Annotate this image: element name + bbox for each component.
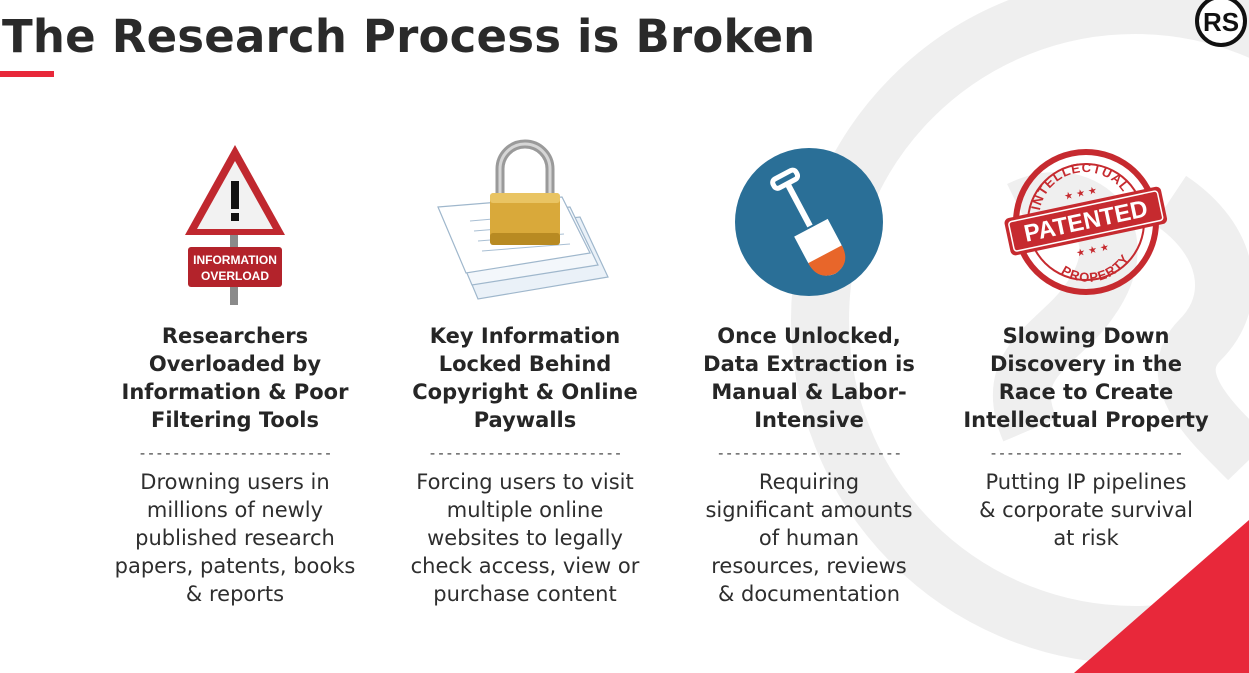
column-heading: Key Information Locked Behind Copyright …: [412, 324, 638, 432]
column-body: Forcing users to visit multiple online w…: [410, 470, 640, 606]
padlock-documents-icon: [437, 139, 609, 300]
column-data-extraction: Once Unlocked, Data Extraction is Manual…: [690, 122, 928, 608]
dashed-divider: ----------------------: [716, 444, 902, 462]
svg-text:★ ★ ★: ★ ★ ★: [1075, 242, 1110, 260]
patented-stamp-icon: INTELLECTUAL PROPERTY PATENTED ★ ★ ★ ★ ★…: [1004, 149, 1168, 295]
column-intellectual-property: INTELLECTUAL PROPERTY PATENTED ★ ★ ★ ★ ★…: [960, 122, 1212, 552]
dashed-divider: -----------------------: [428, 444, 623, 462]
shovel-icon: [735, 148, 883, 296]
column-body: Drowning users in millions of newly publ…: [114, 470, 356, 606]
warning-sign-icon: INFORMATION OVERLOAD: [185, 145, 285, 305]
column-body: Requiring significant amounts of human r…: [705, 470, 913, 606]
logo-text: RS: [1203, 7, 1239, 37]
dashed-divider: -----------------------: [138, 444, 333, 462]
column-heading: Once Unlocked, Data Extraction is Manual…: [703, 324, 915, 432]
column-body: Putting IP pipelines & corporate surviva…: [979, 470, 1193, 550]
rs-logo-icon: RS: [1195, 0, 1247, 47]
column-information-overload: INFORMATION OVERLOAD Researchers Overloa…: [104, 122, 366, 608]
column-heading: Slowing Down Discovery in the Race to Cr…: [963, 324, 1209, 432]
title-underline: [0, 71, 54, 77]
column-heading: Researchers Overloaded by Information & …: [121, 324, 349, 432]
slide-title: The Research Process is Broken: [2, 10, 816, 63]
column-paywalls: Key Information Locked Behind Copyright …: [398, 122, 652, 608]
sign-text-line2: OVERLOAD: [201, 269, 269, 283]
dashed-divider: -----------------------: [989, 444, 1184, 462]
sign-text-line1: INFORMATION: [193, 253, 277, 267]
